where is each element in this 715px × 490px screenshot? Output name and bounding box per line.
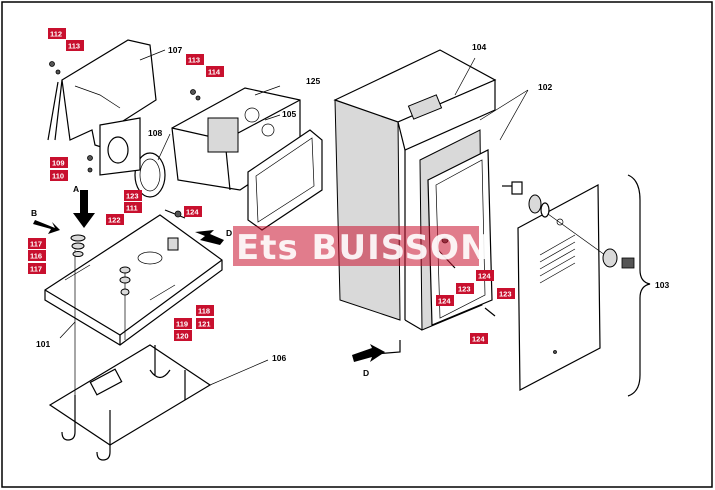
- svg-text:120: 120: [176, 332, 189, 341]
- svg-text:111: 111: [126, 204, 138, 213]
- part-tag-117: 117: [28, 238, 46, 249]
- svg-text:113: 113: [188, 56, 200, 65]
- svg-text:110: 110: [52, 172, 64, 181]
- part-label-106: 106: [272, 353, 286, 363]
- part-tag-124: 124: [476, 270, 494, 281]
- part-101-base: [44, 214, 223, 346]
- part-tag-114: 114: [206, 66, 224, 77]
- part-106-foundation: [48, 344, 212, 461]
- arrow-d-left-icon: [195, 230, 224, 245]
- leader-104: [454, 57, 476, 96]
- watermark: Ets BUISSON: [233, 226, 490, 268]
- part-tag-123: 123: [124, 190, 142, 201]
- fasteners-left: [49, 61, 201, 296]
- svg-text:117: 117: [30, 265, 42, 274]
- watermark-text: Ets BUISSON: [236, 228, 490, 268]
- svg-text:123: 123: [499, 290, 512, 299]
- svg-text:112: 112: [50, 30, 62, 39]
- part-125-motor-box: [171, 87, 323, 231]
- part-tag-109: 109: [50, 157, 68, 168]
- arrow-label-b: B: [31, 208, 37, 218]
- part-tag-123: 123: [456, 283, 474, 294]
- svg-text:124: 124: [438, 297, 451, 306]
- svg-text:117: 117: [30, 240, 42, 249]
- part-label-108: 108: [148, 128, 162, 138]
- part-103-door: [517, 184, 601, 391]
- plain-labels: 107 108 125 105 104 102 103 101 106: [36, 42, 669, 363]
- svg-text:122: 122: [108, 216, 121, 225]
- arrow-label-d: D: [363, 368, 369, 378]
- part-tag-118: 118: [196, 305, 214, 316]
- arrow-b-icon: [33, 220, 60, 234]
- part-104-cabinet: [333, 49, 497, 355]
- part-tag-119: 119: [174, 318, 192, 329]
- part-label-105: 105: [282, 109, 296, 119]
- part-tag-111: 111: [124, 202, 142, 213]
- part-tag-116: 116: [28, 250, 46, 261]
- svg-text:116: 116: [30, 252, 42, 261]
- svg-text:119: 119: [176, 320, 188, 329]
- arrow-label-a: A: [73, 184, 79, 194]
- part-tag-113: 113: [186, 54, 204, 65]
- part-label-102: 102: [538, 82, 552, 92]
- part-tag-122: 122: [106, 214, 124, 225]
- part-label-107: 107: [168, 45, 182, 55]
- part-tag-110: 110: [50, 170, 68, 181]
- svg-text:109: 109: [52, 159, 65, 168]
- red-tags: 112 113 113 114 109 110 123 111 124 122 117 116 117 1…: [28, 28, 515, 344]
- part-tag-124: 124: [470, 333, 488, 344]
- bracket-103: [627, 174, 651, 397]
- part-tag-121: 121: [196, 318, 214, 329]
- part-tag-124: 124: [436, 295, 454, 306]
- part-108-ring: [99, 117, 166, 198]
- svg-text:123: 123: [458, 285, 471, 294]
- part-tag-120: 120: [174, 330, 192, 341]
- arrow-a-icon: [73, 190, 95, 228]
- part-tag-123: 123: [497, 288, 515, 299]
- svg-text:124: 124: [478, 272, 491, 281]
- svg-text:121: 121: [198, 320, 211, 329]
- part-tag-124: 124: [184, 206, 202, 217]
- svg-text:114: 114: [208, 68, 221, 77]
- part-label-101: 101: [36, 339, 50, 349]
- arrow-label-d: D: [226, 228, 232, 238]
- part-label-103: 103: [655, 280, 669, 290]
- part-label-125: 125: [306, 76, 320, 86]
- arrow-letters: A B D D: [31, 184, 369, 378]
- arrow-d-right-icon: [352, 344, 385, 362]
- part-tag-112: 112: [48, 28, 66, 39]
- svg-text:118: 118: [198, 307, 210, 316]
- part-label-104: 104: [472, 42, 486, 52]
- part-tag-117: 117: [28, 263, 46, 274]
- part-tag-113: 113: [66, 40, 84, 51]
- svg-text:124: 124: [186, 208, 199, 217]
- svg-text:123: 123: [126, 192, 139, 201]
- svg-text:113: 113: [68, 42, 80, 51]
- leader-102: [479, 89, 529, 141]
- leader-lines-left: [59, 49, 281, 386]
- svg-text:124: 124: [472, 335, 485, 344]
